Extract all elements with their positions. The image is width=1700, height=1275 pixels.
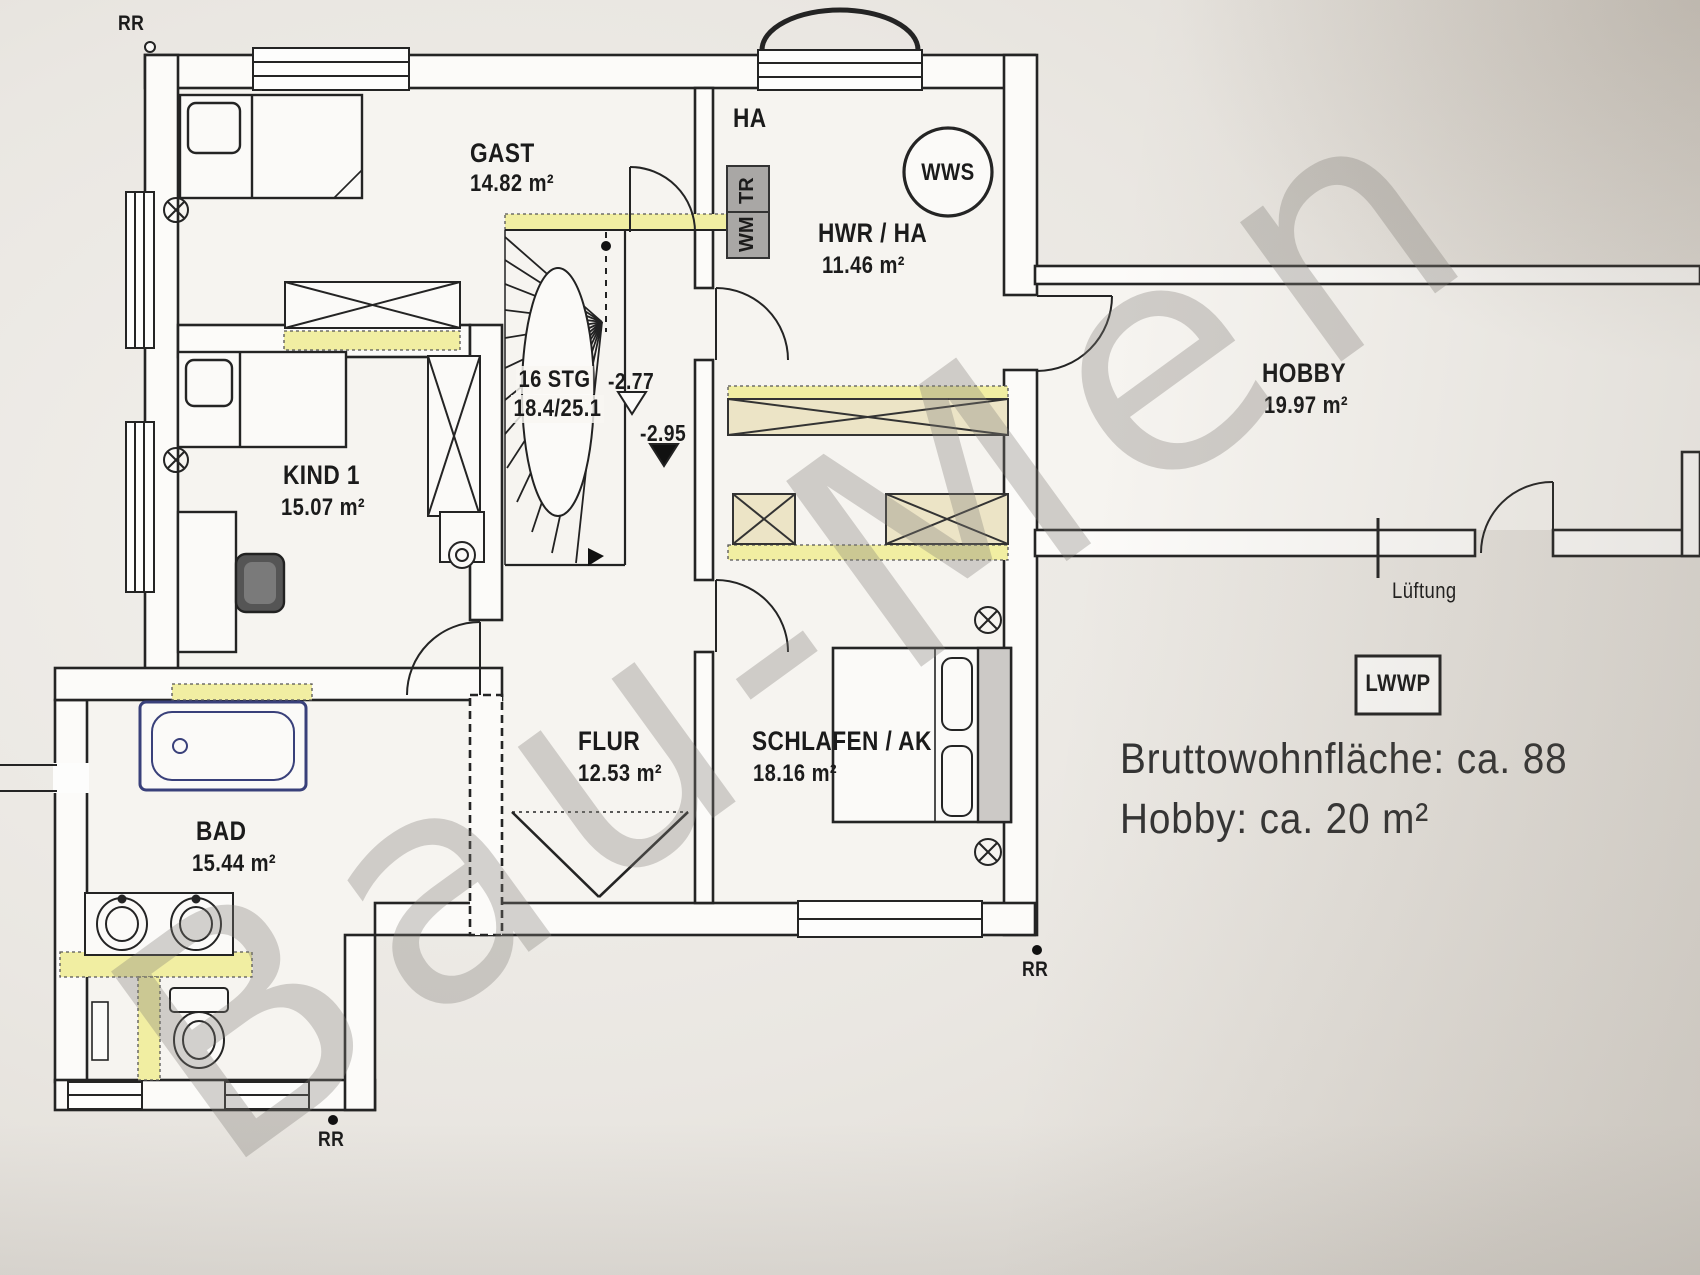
- ceiling-lamp-icons: [163, 197, 1002, 866]
- lwwp-box: [1354, 654, 1442, 716]
- level-triangle-filled: [648, 443, 680, 468]
- wws-circle: [902, 126, 994, 218]
- door-hwr: [715, 287, 789, 361]
- bed-gast: [178, 93, 364, 200]
- stair-direction-arrow: [588, 548, 604, 566]
- chair-kind1: [234, 552, 286, 614]
- desk-kind1: [176, 510, 238, 654]
- level-triangle-open: [616, 391, 648, 416]
- toilet: [169, 987, 229, 1069]
- door-schlafen: [715, 579, 789, 653]
- bed-kind1: [176, 350, 348, 449]
- door-hobby: [1480, 480, 1554, 554]
- washer-dryer: [726, 165, 770, 259]
- window-left-lower: [125, 421, 155, 593]
- hatched-beams: [727, 398, 1009, 545]
- radiator-bath: [91, 1001, 109, 1061]
- appliance-labels: TR WM: [736, 177, 758, 252]
- rr-dots: [144, 41, 1042, 1125]
- bed-schlafen: [831, 646, 1013, 824]
- window-left-upper: [125, 191, 155, 349]
- bathtub: [138, 700, 308, 792]
- opening-bath-left: [0, 763, 89, 793]
- door-kind1: [406, 621, 481, 696]
- window-bottom-schlafen: [797, 900, 983, 938]
- door-gast: [629, 166, 696, 233]
- fixture-stair-corner: [439, 511, 485, 569]
- window-bath-bottom-1: [67, 1081, 143, 1110]
- doors: [406, 166, 1554, 696]
- furniture: [84, 93, 1013, 1069]
- walkline-start-dot: [601, 241, 611, 251]
- dryer-label: TR: [736, 177, 758, 204]
- washer-label: WM: [736, 216, 758, 252]
- window-top-right: [757, 7, 923, 91]
- basement-stair-marker: [511, 811, 689, 898]
- wardrobes: [284, 281, 481, 517]
- stair-eye: [521, 267, 595, 517]
- double-sink: [84, 892, 234, 956]
- door-corridor: [1036, 295, 1113, 372]
- symbols: [144, 41, 1442, 1125]
- window-top-left: [252, 47, 410, 91]
- level-symbols: [616, 391, 680, 468]
- floor-fills: [55, 55, 1700, 1110]
- window-bath-bottom-2: [224, 1081, 310, 1110]
- windows: [0, 7, 983, 1110]
